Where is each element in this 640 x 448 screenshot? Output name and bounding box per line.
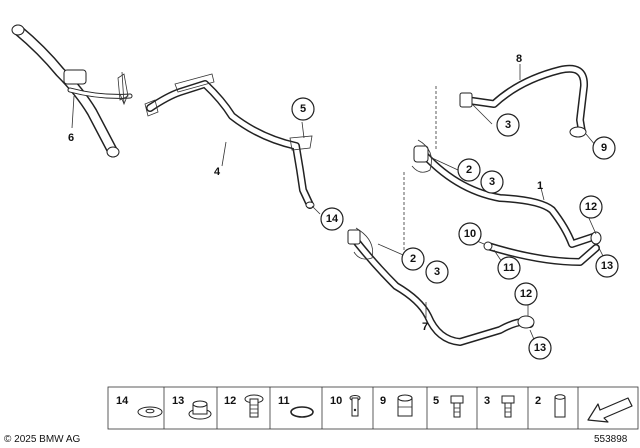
label-6: 6 xyxy=(68,132,74,144)
svg-text:3: 3 xyxy=(484,395,490,407)
callout-13-lower[interactable]: 13 xyxy=(528,336,552,360)
svg-text:2: 2 xyxy=(410,253,416,265)
svg-text:3: 3 xyxy=(505,119,511,131)
svg-text:2: 2 xyxy=(466,164,472,176)
svg-text:13: 13 xyxy=(172,395,184,407)
copyright-text: © 2025 BMW AG xyxy=(4,434,81,445)
legend-item-2[interactable]: 2 xyxy=(535,394,566,418)
svg-text:10: 10 xyxy=(330,395,342,407)
callout-3-lower[interactable]: 3 xyxy=(425,260,449,284)
svg-text:9: 9 xyxy=(380,395,386,407)
part-8-pipe[interactable] xyxy=(459,64,588,138)
arrow-down-left-icon[interactable] xyxy=(587,397,633,423)
svg-text:3: 3 xyxy=(434,266,440,278)
svg-text:9: 9 xyxy=(601,142,607,154)
svg-text:10: 10 xyxy=(464,228,476,240)
svg-text:14: 14 xyxy=(116,395,129,407)
svg-text:11: 11 xyxy=(503,262,515,274)
legend-item-5[interactable]: 5 xyxy=(433,395,464,418)
legend-item-14[interactable]: 14 xyxy=(116,395,163,418)
callout-12-lower[interactable]: 12 xyxy=(514,282,538,306)
legend-item-13[interactable]: 13 xyxy=(172,395,212,420)
callout-9[interactable]: 9 xyxy=(592,136,616,160)
svg-text:5: 5 xyxy=(300,103,306,115)
parts-legend: 14 13 12 11 10 xyxy=(107,386,639,430)
callout-12-upper[interactable]: 12 xyxy=(579,195,603,219)
label-4: 4 xyxy=(214,166,221,178)
callout-14[interactable]: 14 xyxy=(320,207,344,231)
legend-item-10[interactable]: 10 xyxy=(330,395,361,417)
svg-text:14: 14 xyxy=(326,213,339,225)
part-1-pipe[interactable] xyxy=(411,139,602,266)
svg-text:2: 2 xyxy=(535,395,541,407)
diagram-number: 553898 xyxy=(594,434,628,445)
svg-text:12: 12 xyxy=(585,201,597,213)
svg-text:12: 12 xyxy=(224,395,236,407)
callout-3-upper[interactable]: 3 xyxy=(480,170,504,194)
label-7: 7 xyxy=(422,321,428,333)
svg-text:13: 13 xyxy=(534,342,546,354)
callout-11[interactable]: 11 xyxy=(497,256,521,280)
callout-3-top[interactable]: 3 xyxy=(496,113,520,137)
svg-text:11: 11 xyxy=(278,395,290,407)
callout-5[interactable]: 5 xyxy=(291,97,315,121)
part-7-pipe[interactable] xyxy=(347,227,535,346)
part-6-hose[interactable] xyxy=(11,24,133,158)
callout-2-upper[interactable]: 2 xyxy=(457,158,481,182)
legend-item-9[interactable]: 9 xyxy=(380,394,413,417)
legend-item-12[interactable]: 12 xyxy=(224,394,264,418)
callout-13-upper[interactable]: 13 xyxy=(595,254,619,278)
label-8: 8 xyxy=(516,53,522,65)
legend-item-11[interactable]: 11 xyxy=(278,395,314,418)
callout-10[interactable]: 10 xyxy=(458,222,482,246)
svg-text:13: 13 xyxy=(601,260,613,272)
svg-text:5: 5 xyxy=(433,395,439,407)
legend-item-3[interactable]: 3 xyxy=(484,395,515,418)
callout-2-lower[interactable]: 2 xyxy=(401,247,425,271)
svg-text:3: 3 xyxy=(489,176,495,188)
label-1: 1 xyxy=(537,180,543,192)
part-4-pipe[interactable] xyxy=(144,73,315,209)
svg-text:12: 12 xyxy=(520,288,532,300)
